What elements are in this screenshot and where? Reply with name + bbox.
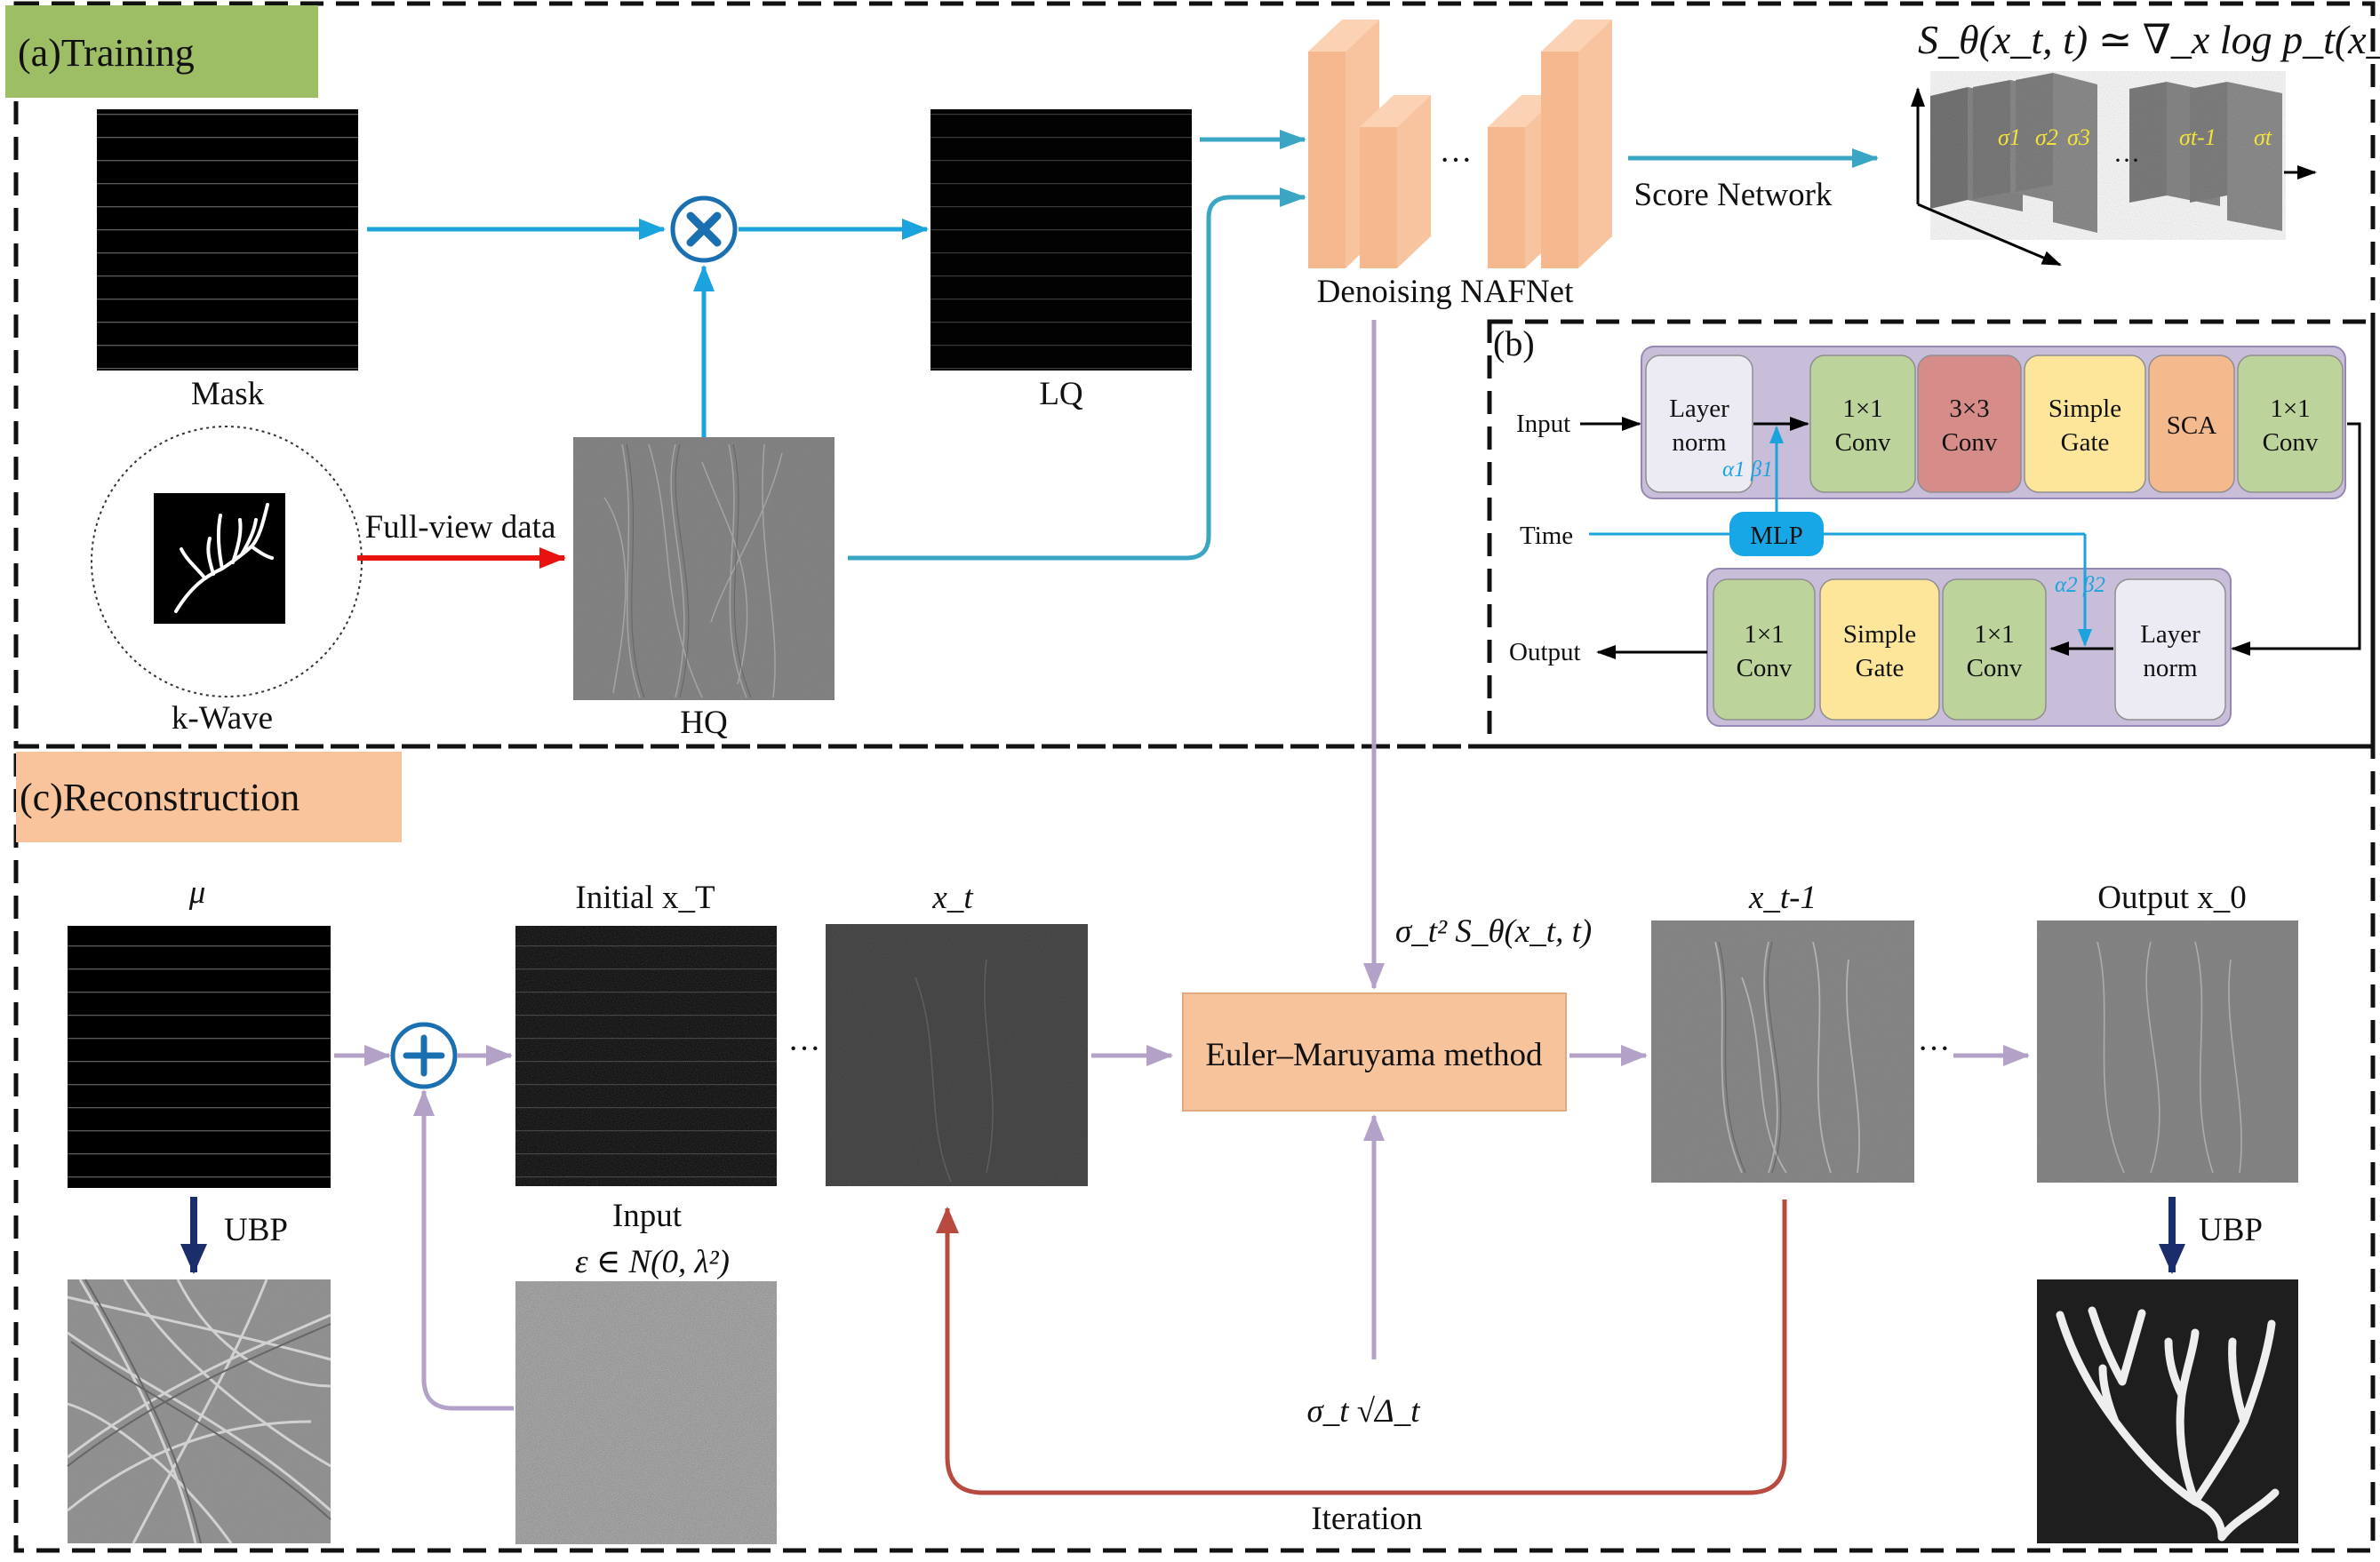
- mlp-box: [1729, 512, 1824, 556]
- initial-xt-label: Initial x_T: [575, 880, 715, 916]
- ubp-artifact-image: [67, 1279, 331, 1544]
- sigma-images: [1930, 71, 2286, 240]
- initial-xt-image: [515, 926, 777, 1186]
- xt1-label: x_t-1: [1748, 880, 1817, 916]
- alpha2-beta2-label: α2 β2: [2055, 573, 2105, 597]
- alpha1-beta1-label: α1 β1: [1722, 458, 1773, 482]
- sigma-t-label: σt: [2254, 124, 2272, 150]
- mu-image: [68, 926, 331, 1188]
- mask-label: Mask: [191, 376, 265, 412]
- nafnet-decoder-block-2: [1541, 20, 1612, 268]
- plus-icon: [390, 1022, 458, 1089]
- nafnet-top-blocks: Layernorm1×1Conv3×3ConvSimpleGateSCA1×1C…: [1645, 355, 2344, 493]
- reconstruction-panel-border: [13, 744, 2376, 1553]
- nafnet-block-label: Simple: [2049, 394, 2121, 423]
- nafnet-block-label: norm: [2143, 654, 2198, 682]
- training-tag: [5, 5, 318, 98]
- sigma-ellipsis: ···: [2113, 146, 2140, 175]
- output-ubp-label: UBP: [2199, 1212, 2263, 1248]
- euler-maruyama-label: Euler–Maruyama method: [1205, 1037, 1543, 1073]
- mu-ubp-label: UBP: [224, 1212, 288, 1248]
- kwave-label: k-Wave: [172, 700, 273, 737]
- reconstruction-tag: [16, 752, 402, 842]
- nafnet-panel-border: [1487, 319, 2376, 749]
- nafnet-block-label: 1×1: [1974, 620, 2014, 649]
- iteration-label: Iteration: [1311, 1501, 1422, 1537]
- sigma-3-label: σ3: [2067, 124, 2090, 150]
- nafnet-block-label: Gate: [1856, 654, 1905, 682]
- nafnet-output-label: Output: [1509, 638, 1581, 666]
- nafnet-block-label: Conv: [1737, 654, 1793, 682]
- full-view-label: Full-view data: [365, 509, 556, 546]
- multiply-icon: [670, 195, 738, 263]
- nafnet-encoder-block-2: [1360, 95, 1431, 268]
- nafnet-block-label: 1×1: [1744, 620, 1784, 649]
- sigma-t1-label: σt-1: [2179, 124, 2216, 150]
- nafnet-block-label: norm: [1672, 428, 1727, 457]
- nafnet-block-label: Layer: [2140, 620, 2200, 649]
- score-network-label: Score Network: [1634, 177, 1833, 213]
- score-formula: S_θ(x_t, t) ≃ ∇_x log p_t(x_t): [1918, 17, 2380, 62]
- hq-label: HQ: [680, 705, 728, 741]
- nafnet-block: Layer norm: [1645, 355, 1753, 493]
- lq-image: [930, 109, 1192, 371]
- hq-image: [573, 437, 835, 700]
- nafnet-block: Layer norm: [2114, 578, 2226, 721]
- nafnet-block-label: Conv: [2263, 428, 2319, 457]
- output-x0-label: Output x_0: [2097, 880, 2247, 916]
- xt-label: x_t: [931, 880, 974, 916]
- nafnet-block-label: 1×1: [1842, 394, 1882, 423]
- nafnet-block-label: Layer: [1669, 394, 1729, 423]
- final-vessel-image: [2037, 1279, 2298, 1543]
- output-x0-image: [2037, 920, 2298, 1183]
- nafnet-block-label: Conv: [1835, 428, 1891, 457]
- euler-maruyama-box: [1182, 992, 1567, 1112]
- nafnet-input-label: Input: [1516, 410, 1570, 438]
- nafnet-block-label: Conv: [1967, 654, 2023, 682]
- nafnet-block-label: Simple: [1843, 620, 1916, 649]
- hq-to-nafnet-arrow: [848, 187, 1306, 561]
- lq-label: LQ: [1039, 376, 1083, 412]
- sigma-delta-label: σ_t √Δ_t: [1306, 1393, 1421, 1430]
- training-title: (a)Training: [18, 31, 195, 75]
- reconstruction-title: (c)Reconstruction: [20, 776, 299, 819]
- recon-ellipsis-1: ···: [788, 1031, 821, 1067]
- nafnet-block-label: 3×3: [1949, 394, 1989, 423]
- recon-ellipsis-2: ···: [1918, 1031, 1951, 1067]
- kwave-circle: [91, 426, 363, 697]
- xt1-image: [1651, 920, 1914, 1183]
- sigma-1-label: σ1: [1998, 124, 2021, 150]
- nafnet-block-label: Conv: [1942, 428, 1998, 457]
- input-label: Input: [612, 1198, 683, 1234]
- nafnet-panel-title: (b): [1493, 323, 1535, 363]
- nafnet-block-label: 1×1: [2270, 394, 2310, 423]
- noise-to-plus-arrow: [413, 1089, 514, 1411]
- nafnet-block-label: Gate: [2061, 428, 2110, 457]
- nafnet-ellipsis: ···: [1440, 142, 1473, 179]
- nafnet-block-label: SCA: [2167, 411, 2216, 440]
- nafnet-time-label: Time: [1520, 522, 1573, 550]
- mask-image: [97, 109, 358, 371]
- sigma-2-label: σ2: [2035, 124, 2058, 150]
- epsilon-label: ε ∈ N(0, λ²): [575, 1244, 730, 1280]
- mu-label: μ: [188, 874, 206, 911]
- nafnet-block: SCA: [2148, 355, 2235, 493]
- sigma-score-label: σ_t² S_θ(x_t, t): [1395, 913, 1592, 950]
- mlp-label: MLP: [1750, 522, 1803, 550]
- iteration-arrow: [936, 1199, 1787, 1495]
- xt-image: [826, 924, 1088, 1186]
- nafnet-wrap-arrow: [2231, 422, 2361, 656]
- denoising-nafnet-label: Denoising NAFNet: [1317, 274, 1575, 310]
- gaussian-noise-image: [515, 1281, 777, 1544]
- vessel-thumbnail: [154, 493, 285, 624]
